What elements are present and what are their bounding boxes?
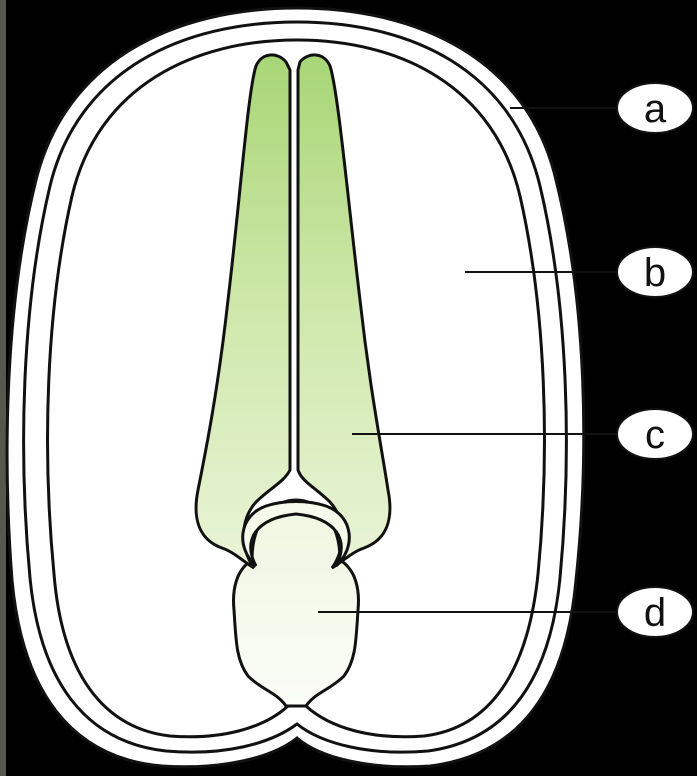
label-b-text: b: [644, 251, 666, 295]
label-c: c: [617, 409, 693, 459]
label-a: a: [617, 83, 693, 133]
label-d-text: d: [644, 591, 666, 635]
label-a-text: a: [644, 87, 667, 131]
frame-edge: [0, 0, 6, 776]
label-b: b: [617, 247, 693, 297]
label-c-text: c: [645, 413, 665, 457]
label-d: d: [617, 587, 693, 637]
